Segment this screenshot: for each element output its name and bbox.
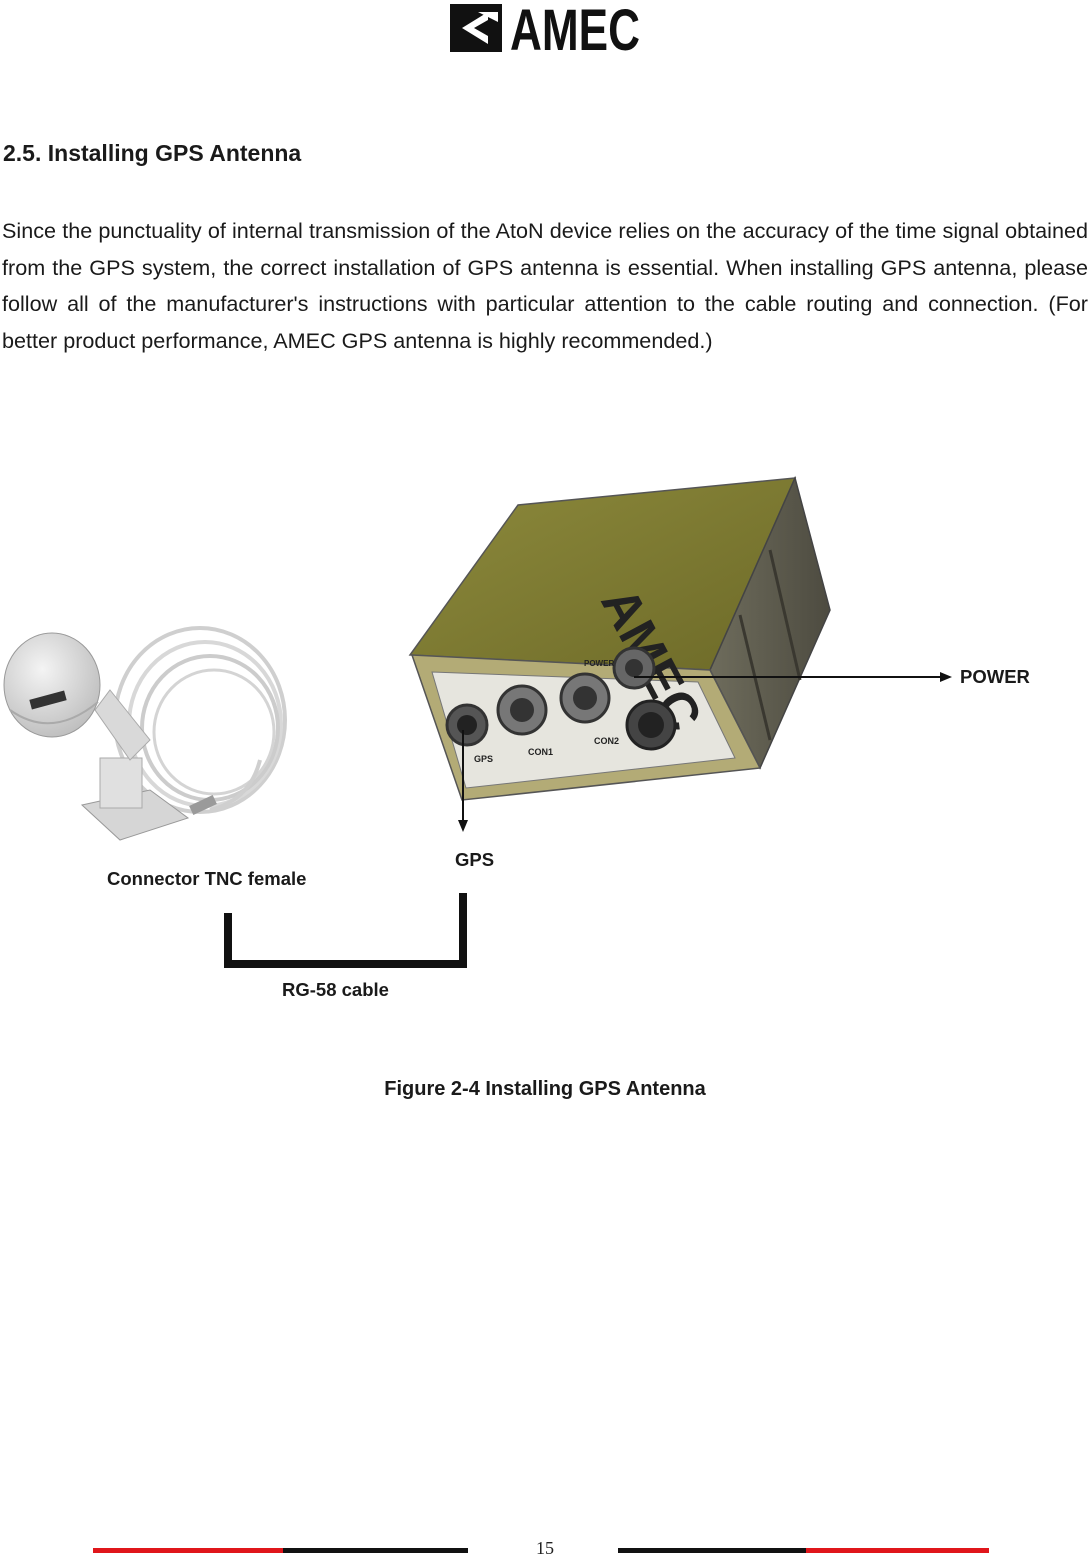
figure-drawing: AMEC GPS CON1 CON2 POWER — [3, 475, 952, 968]
power-label: POWER — [960, 666, 1030, 687]
port-label-con2: CON2 — [594, 736, 619, 746]
page-number: 15 — [536, 1538, 554, 1558]
connector-label: Connector TNC female — [107, 868, 307, 889]
gps-label: GPS — [455, 849, 495, 870]
footer-line-right-black — [618, 1548, 806, 1553]
logo-text: AMEC — [510, 2, 640, 54]
port-label-gps: GPS — [474, 754, 493, 764]
port-label-con1: CON1 — [528, 747, 553, 757]
amec-logo-icon: AMEC — [450, 2, 640, 54]
footer-line-left-black — [283, 1548, 468, 1553]
figure-illustration: AMEC GPS CON1 CON2 POWER POWER GPS Conne… — [0, 440, 1090, 1040]
power-arrow-head — [940, 672, 952, 682]
figure-caption: Figure 2-4 Installing GPS Antenna — [384, 1078, 706, 1100]
cable-bracket — [224, 893, 467, 968]
footer-line-right-red — [806, 1548, 989, 1553]
body-paragraph: Since the punctuality of internal transm… — [2, 218, 1088, 353]
gps-antenna-icon — [3, 626, 287, 841]
cable-label: RG-58 cable — [282, 979, 389, 1000]
gps-arrow-head — [458, 820, 468, 832]
aton-device-icon: AMEC GPS CON1 CON2 POWER — [408, 475, 831, 801]
footer-line-left-red — [93, 1548, 283, 1553]
section-heading: 2.5. Installing GPS Antenna — [3, 140, 302, 166]
port-label-power: POWER — [584, 659, 614, 668]
